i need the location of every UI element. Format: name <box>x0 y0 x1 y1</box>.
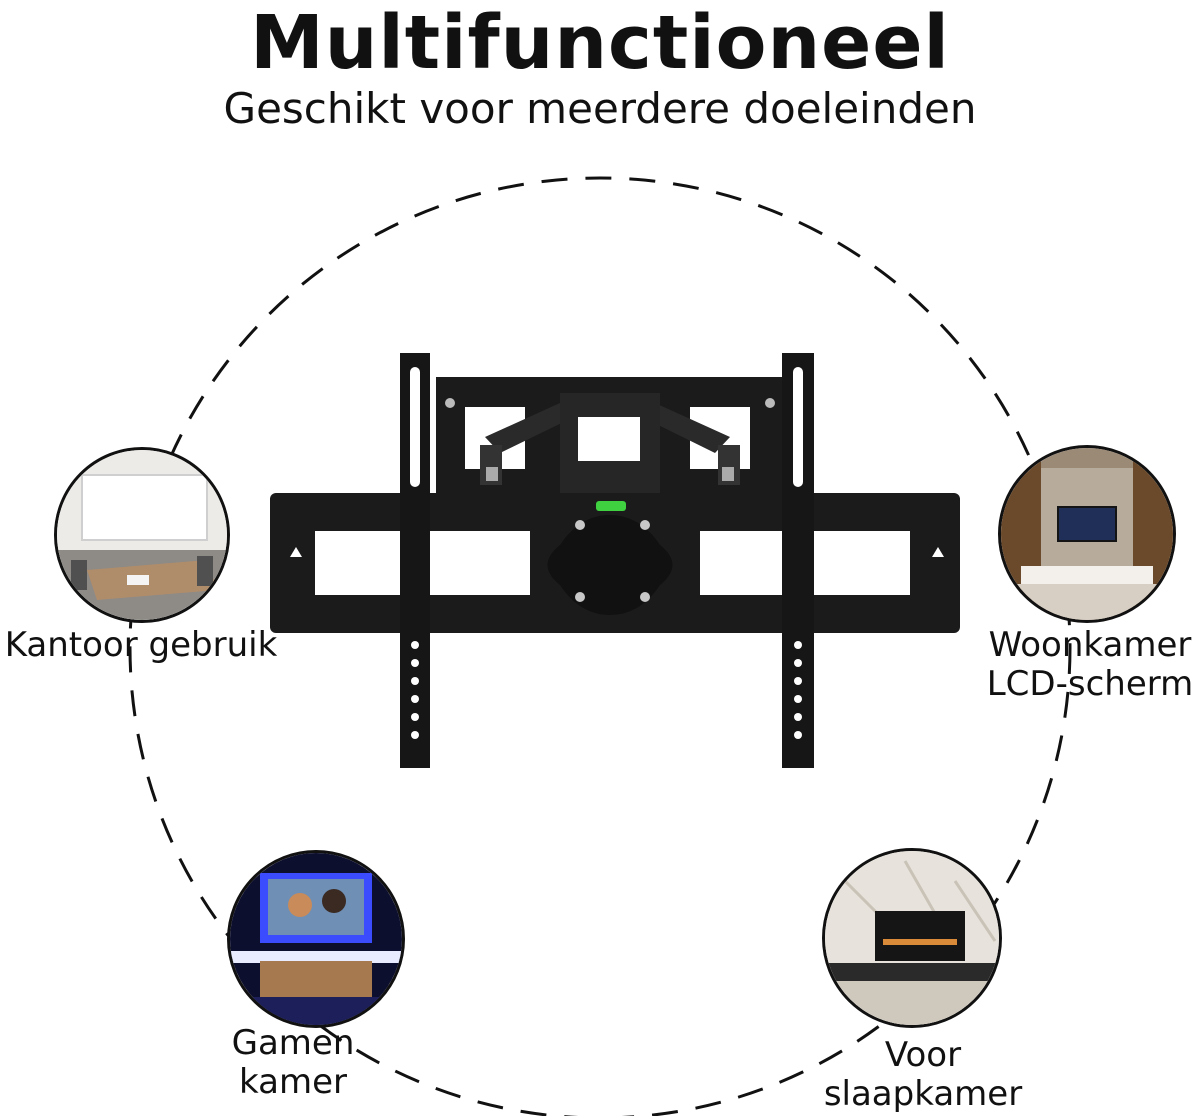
page-title: Multifunctioneel <box>250 0 950 86</box>
page-subtitle: Geschikt voor meerdere doeleinden <box>223 84 977 133</box>
living-room-scene-image <box>998 445 1176 623</box>
bedroom-use-label: Voor slaapkamer <box>823 1035 1023 1115</box>
gaming-room-use-label: Gamen kamer <box>231 1023 355 1103</box>
living-room-use-label: Woonkamer LCD-scherm <box>986 625 1194 705</box>
level-vial <box>596 501 626 511</box>
tv-wall-mount-image <box>270 353 960 768</box>
gaming-room-scene-image <box>227 850 405 1028</box>
office-use-label: Kantoor gebruik <box>4 625 278 665</box>
arm-assembly <box>480 393 740 493</box>
office-scene-image <box>54 447 230 623</box>
main-bar <box>270 493 960 633</box>
bedroom-scene-image <box>822 848 1002 1028</box>
